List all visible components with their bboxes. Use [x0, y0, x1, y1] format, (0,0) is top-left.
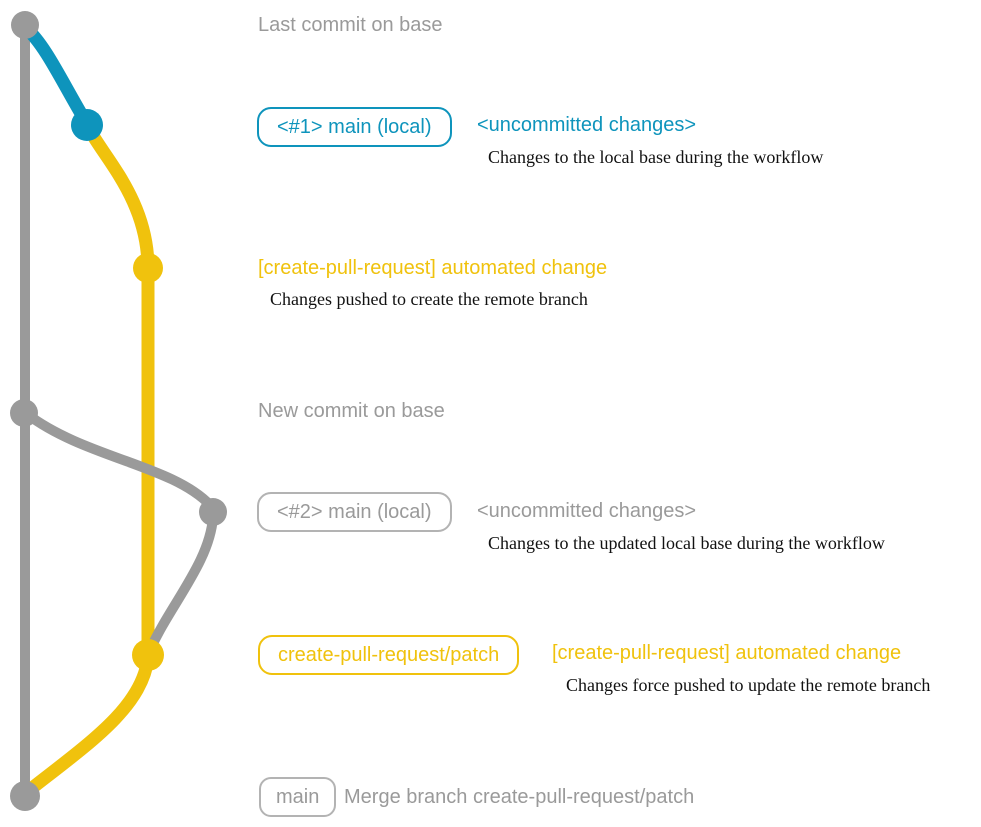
commit-graph [10, 11, 227, 811]
commit-node-local-main-2 [199, 498, 227, 526]
desc-uncommitted-changes-2: Changes to the updated local base during… [488, 533, 885, 553]
label-automated-change-2: [create-pull-request] automated change [552, 642, 902, 664]
commit-node-local-main-1 [71, 109, 103, 141]
label-uncommitted-changes-1: <uncommitted changes> [477, 114, 697, 136]
commit-node-patch-1 [133, 253, 163, 283]
desc-automated-change-2: Changes force pushed to update the remot… [566, 675, 931, 695]
local-main-branch-edge [19, 21, 93, 129]
label-merge-branch: Merge branch create-pull-request/patch [344, 786, 695, 808]
commit-node-new-base [10, 399, 38, 427]
patch-branch-line [81, 120, 155, 657]
patch-merge-edge [20, 651, 155, 799]
commit-node-merge [10, 781, 40, 811]
branch-badge-main: main [259, 777, 337, 817]
rebase-edge-out [22, 409, 215, 510]
label-automated-change-1: [create-pull-request] automated change [258, 257, 608, 279]
desc-automated-change-1: Changes pushed to create the remote bran… [270, 289, 588, 309]
commit-node-last-base [11, 11, 39, 39]
label-uncommitted-changes-2: <uncommitted changes> [477, 500, 697, 522]
branch-badge-main-local-2: <#2> main (local) [257, 492, 452, 532]
desc-uncommitted-changes-1: Changes to the local base during the wor… [488, 147, 824, 167]
branch-badge-create-pull-request-patch: create-pull-request/patch [258, 635, 520, 675]
label-new-commit-on-base: New commit on base [258, 400, 445, 422]
branch-badge-main-local-1: <#1> main (local) [257, 107, 452, 147]
rebase-edge-in [145, 512, 218, 655]
commit-node-patch-2 [132, 639, 164, 671]
label-last-commit-on-base: Last commit on base [258, 14, 443, 36]
